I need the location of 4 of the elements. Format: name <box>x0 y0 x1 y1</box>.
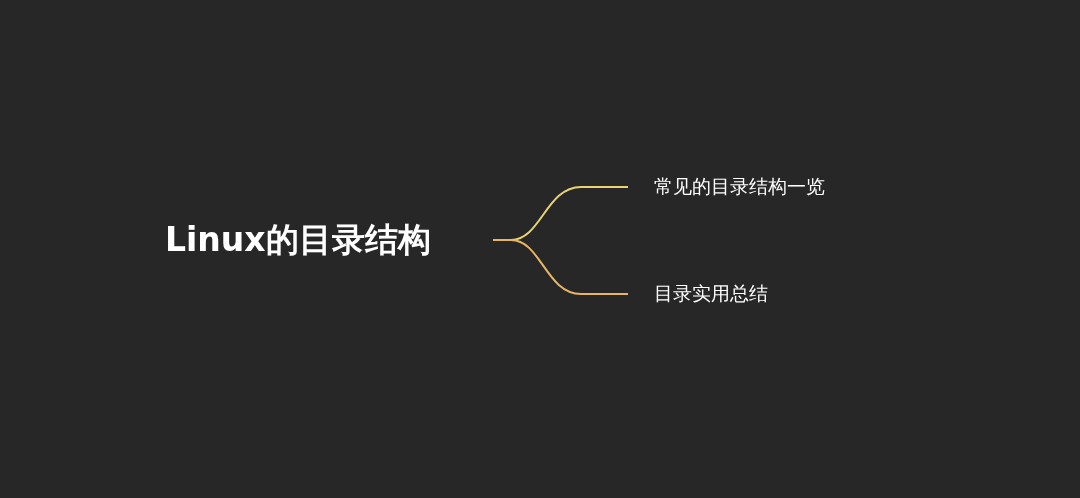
branch-connector <box>492 239 629 295</box>
branch-topic: 目录实用总结 <box>654 281 768 306</box>
central-topic: Linux的目录结构 <box>165 218 431 261</box>
branch-topic: 常见的目录结构一览 <box>654 174 825 199</box>
